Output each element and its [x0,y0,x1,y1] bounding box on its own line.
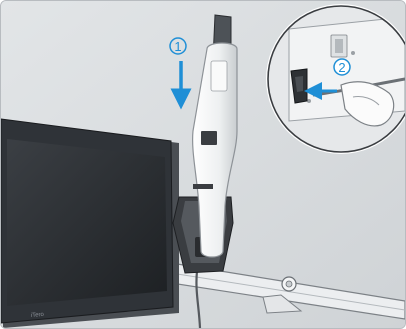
tablet-screen [7,139,167,306]
step-1-number: 1 [174,39,181,54]
wand-touchpad [201,131,217,145]
wand-window [211,61,227,91]
tablet-brand-label: iTero [31,312,45,319]
tablet-display: iTero [1,119,179,328]
wand-led-strip [193,184,213,189]
step-2-number: 2 [338,60,345,75]
